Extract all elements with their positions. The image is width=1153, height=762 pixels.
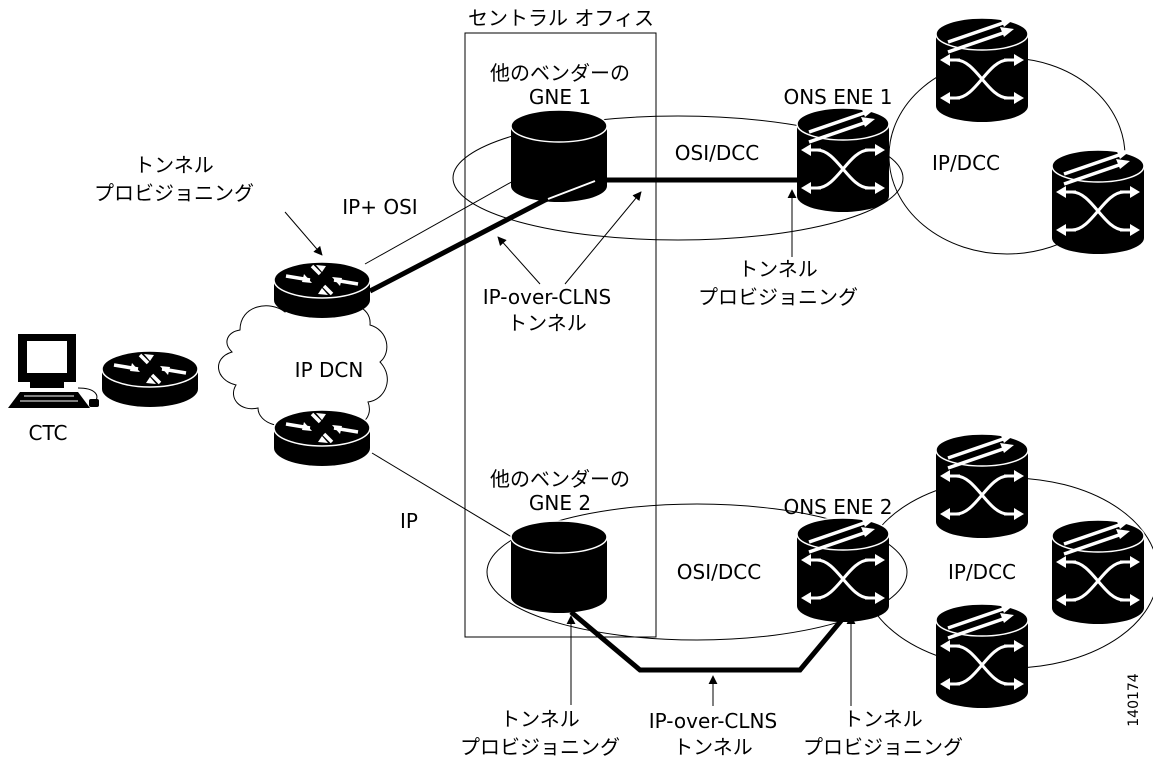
tunnel-prov-label-ene1-line1: トンネル [738, 257, 818, 281]
router-top [272, 260, 372, 320]
ipclns-tunnel-2 [569, 608, 852, 673]
osi-dcc-link-2 [486, 503, 908, 641]
osi-dcc-label-1: OSI/DCC [675, 141, 759, 165]
tunnel-prov-label-gne2-line2: プロビジョニング [460, 735, 620, 759]
tunnel-prov-label-ene2-line1: トンネル [843, 707, 923, 731]
central-office-box [464, 32, 657, 638]
gne2-label-line2: GNE 2 [529, 491, 591, 515]
gne2-node [510, 520, 608, 613]
router-ctc [100, 349, 200, 409]
ip-osi-label: IP+ OSI [342, 195, 417, 219]
ene2-label: ONS ENE 2 [783, 495, 892, 519]
ipclns-label-bottom-line1: IP-over-CLNS [649, 709, 777, 733]
ring1-label: IP/DCC [932, 151, 1000, 175]
ipclns-label-bottom-line2: トンネル [673, 735, 753, 759]
ipclns-label-top-line1: IP-over-CLNS [483, 285, 611, 309]
tunnel-prov-label-ene1-line2: プロビジョニング [698, 285, 858, 309]
gne1-label-line2: GNE 1 [529, 85, 591, 109]
central-office-label: セントラル オフィス [468, 6, 654, 30]
ctc-workstation-icon [8, 334, 99, 408]
ip-osi-link [364, 165, 541, 265]
ons-ring2-right-node [1050, 517, 1146, 626]
gne1-node [510, 109, 608, 202]
arrow-clns-top-1 [497, 236, 541, 285]
ons-ene1-node [795, 105, 891, 214]
tunnel-prov-label-left-line2: プロビジョニング [94, 181, 254, 205]
ip-link [371, 452, 521, 543]
ons-ring2-top-node [934, 431, 1030, 540]
ons-ring1-right-node [1050, 147, 1146, 256]
ip-dcn-label: IP DCN [295, 358, 364, 382]
gne1-label-line1: 他のベンダーの [490, 61, 630, 85]
router-bottom [272, 408, 372, 468]
ons-ene2-node [795, 515, 891, 624]
tunnel-prov-label-left-line1: トンネル [134, 153, 214, 177]
ons-ring1-top-node [934, 15, 1030, 124]
osi-dcc-label-2: OSI/DCC [677, 560, 761, 584]
gne2-label-line1: 他のベンダーの [490, 467, 630, 491]
ene1-label: ONS ENE 1 [783, 85, 892, 109]
tunnel-prov-label-ene2-line2: プロビジョニング [803, 735, 963, 759]
ctc-label: CTC [29, 421, 68, 445]
arrow-clns-top-2 [564, 191, 642, 285]
ip-label: IP [400, 509, 418, 533]
ring2-label: IP/DCC [948, 560, 1016, 584]
tunnel-prov-label-gne2-line1: トンネル [500, 707, 580, 731]
figure-id: 140174 [1126, 673, 1142, 727]
osi-dcc-link-1 [452, 115, 904, 241]
ipclns-label-top-line2: トンネル [507, 311, 587, 335]
ons-ring2-bottom-node [934, 601, 1030, 710]
arrow-left-prov [284, 211, 323, 256]
